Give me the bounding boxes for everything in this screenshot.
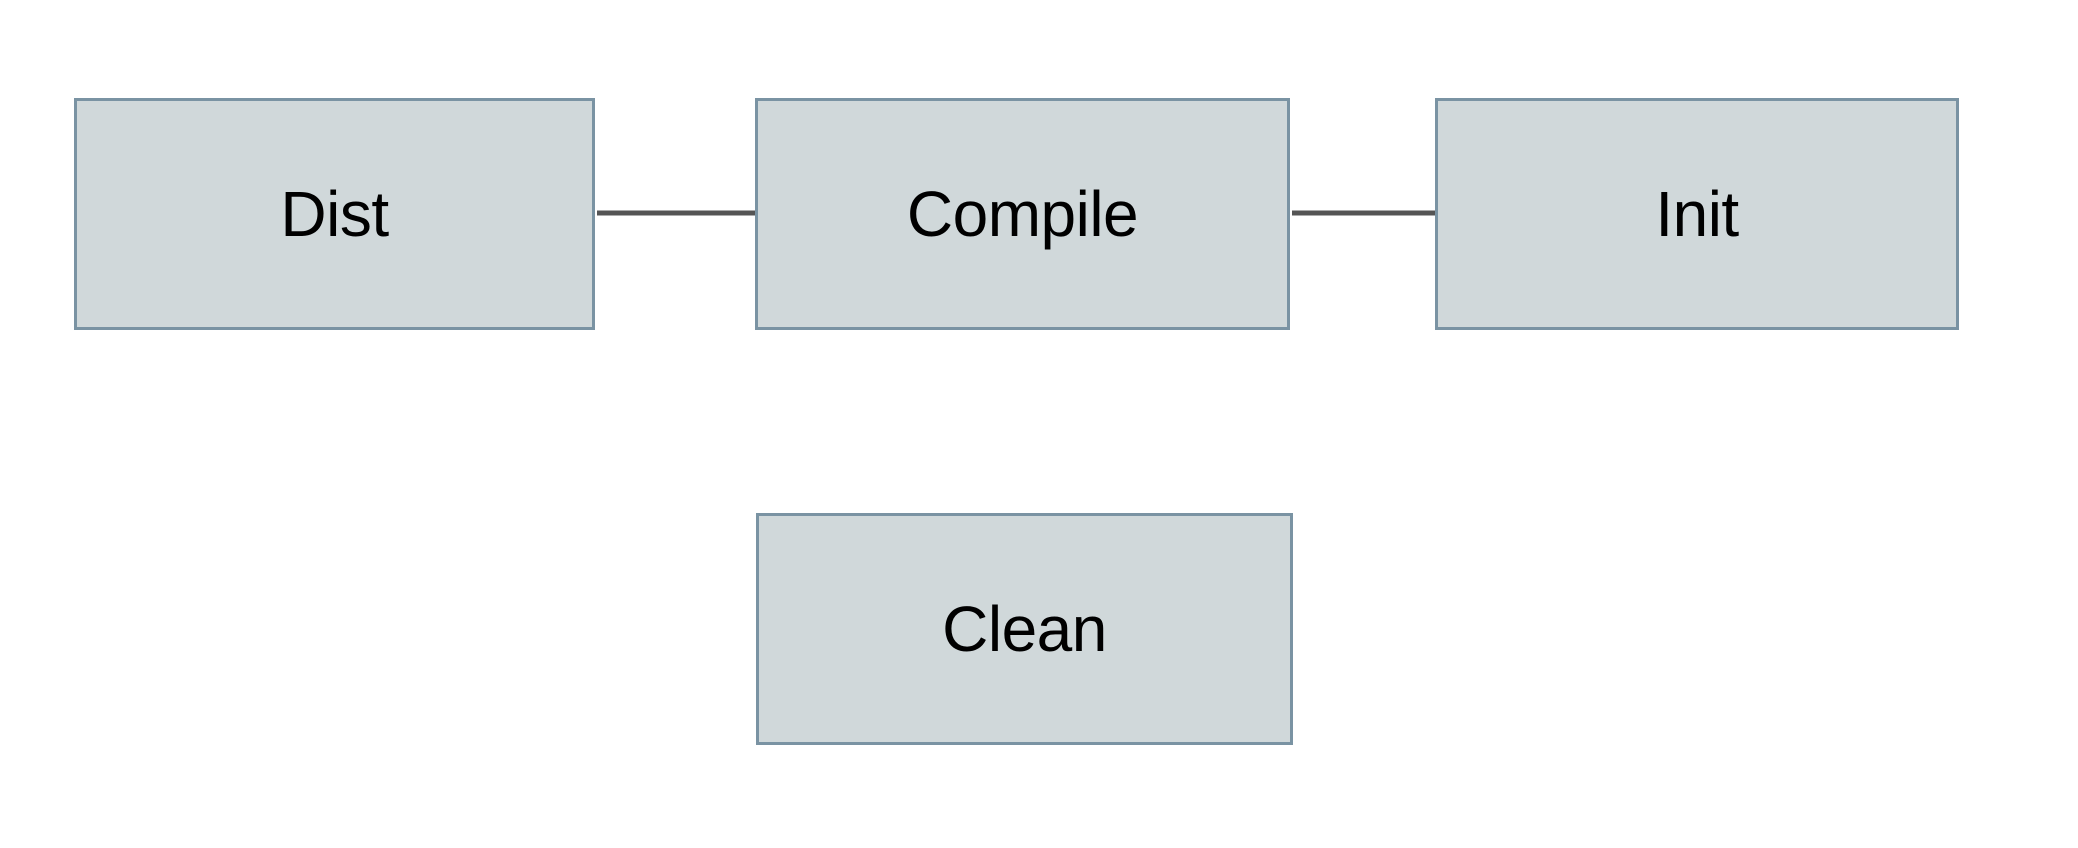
node-compile[interactable]: Compile	[755, 98, 1290, 330]
node-dist[interactable]: Dist	[74, 98, 595, 330]
node-compile-label: Compile	[906, 178, 1139, 250]
node-clean[interactable]: Clean	[756, 513, 1293, 745]
node-init[interactable]: Init	[1435, 98, 1959, 330]
node-dist-label: Dist	[280, 178, 389, 250]
node-clean-label: Clean	[942, 593, 1107, 665]
node-init-label: Init	[1655, 178, 1739, 250]
